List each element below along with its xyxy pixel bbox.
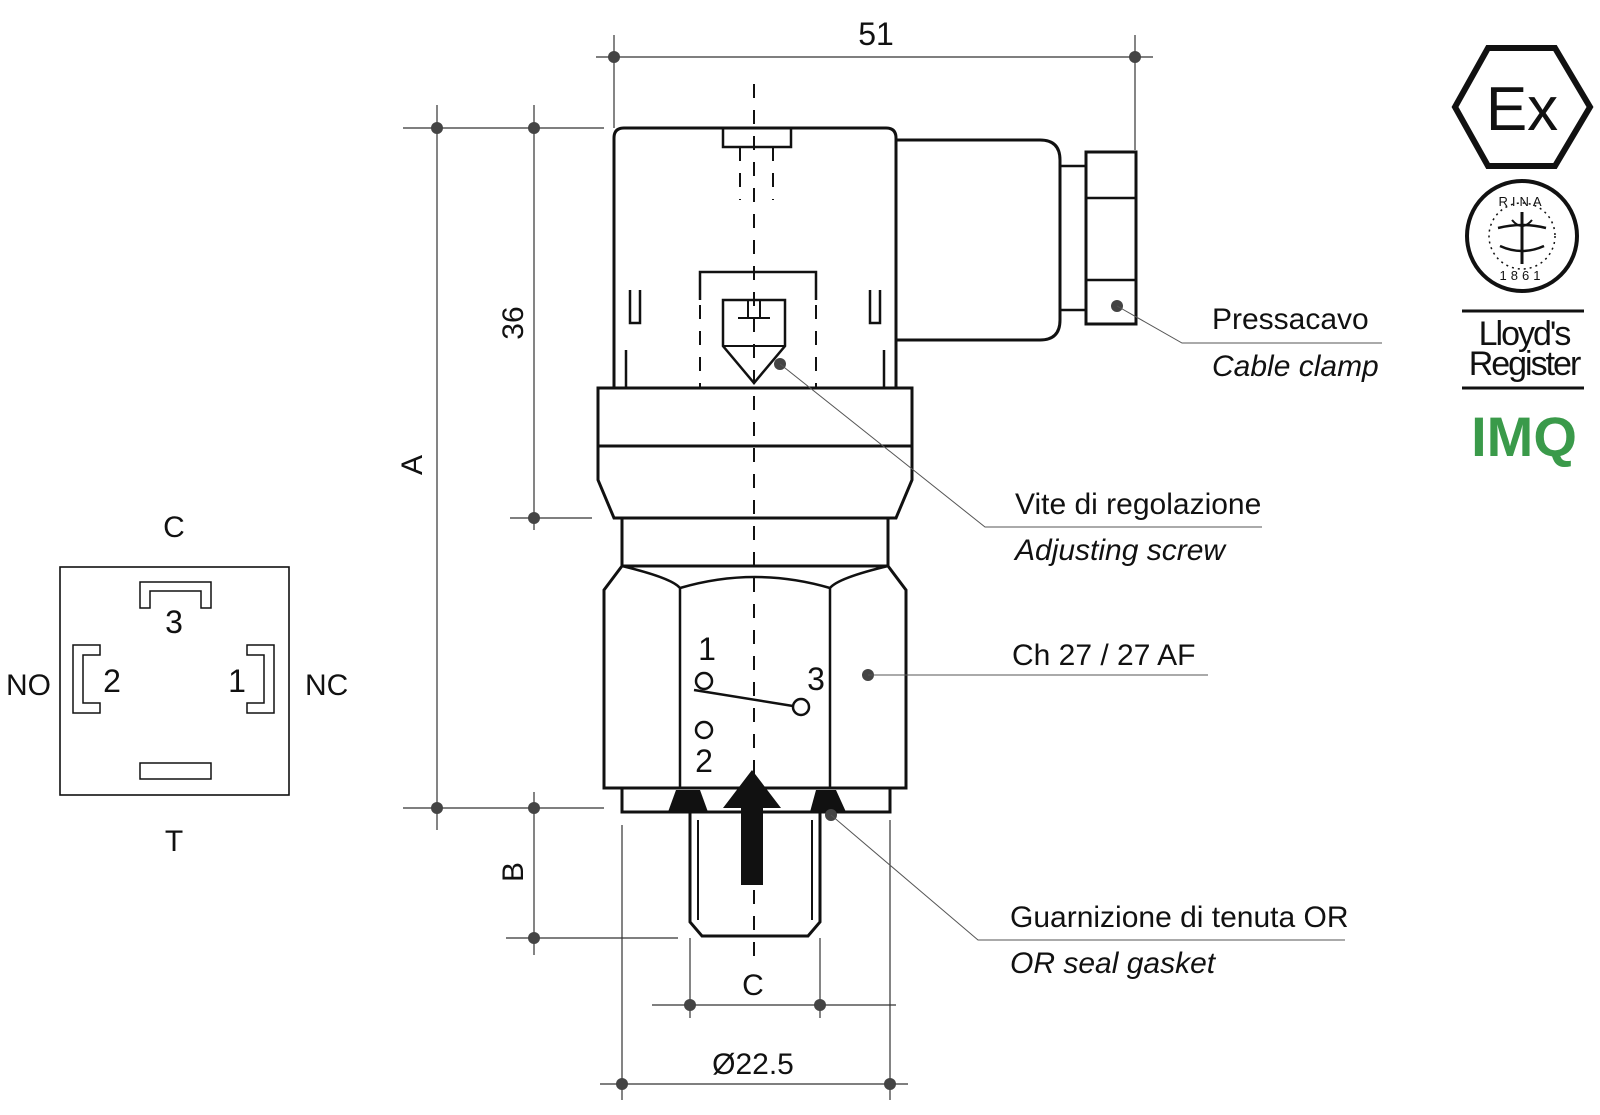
gland-body — [896, 138, 1062, 342]
pin-number-left: 2 — [103, 663, 121, 699]
callout-adjusting-screw-it: Vite di regolazione — [1015, 488, 1261, 521]
pressure-switch-body: 1 2 3 — [596, 84, 1138, 960]
pressure-arrow-icon — [723, 770, 781, 885]
dimension-diameter: Ø22.5 — [712, 1048, 794, 1081]
connector-frame — [59, 566, 290, 796]
rina-year-text: 1861 — [1500, 268, 1545, 283]
pin-bracket-right — [246, 644, 275, 714]
callout-seal-en: OR seal gasket — [1010, 947, 1217, 980]
hex-body — [602, 564, 908, 790]
dimension-b: B — [497, 862, 530, 882]
imq-logo: IMQ — [1471, 405, 1577, 468]
pin-ground-slot — [139, 762, 212, 780]
pin-number-top: 3 — [165, 604, 183, 640]
contact-number-2: 2 — [695, 743, 713, 779]
ex-logo-text: Ex — [1486, 75, 1558, 144]
dimension-width: 51 — [858, 16, 894, 52]
rina-logo: RINA 1861 — [1465, 179, 1579, 293]
callout-seal-it: Guarnizione di tenuta OR — [1010, 901, 1349, 934]
lloyds-text: Lloyd's — [1479, 315, 1571, 353]
contact-number-3: 3 — [807, 661, 825, 697]
lloyds-register-logo: Lloyd's Register — [1462, 309, 1584, 390]
connector-label-right: NC — [305, 669, 348, 702]
connector-pinout: C T NO NC 3 2 1 — [6, 511, 348, 858]
pin-number-right: 1 — [228, 663, 246, 699]
callouts: Pressacavo Cable clamp Vite di regolazio… — [774, 300, 1382, 980]
connector-label-left: NO — [6, 669, 51, 702]
register-text: Register — [1469, 345, 1581, 383]
callout-cable-clamp-en: Cable clamp — [1212, 350, 1379, 383]
callout-adjusting-screw-en: Adjusting screw — [1013, 534, 1227, 567]
pin-bracket-top — [139, 581, 212, 609]
pin-bracket-left — [72, 644, 101, 714]
cable-gland-nut — [1084, 150, 1138, 326]
connector-label-bottom: T — [165, 825, 183, 858]
callout-hex-size: Ch 27 / 27 AF — [1012, 639, 1195, 672]
atex-ex-logo: Ex — [1451, 45, 1594, 169]
dimension-c: C — [742, 969, 764, 1002]
connector-label-top: C — [163, 511, 185, 544]
collar-ring — [596, 386, 914, 448]
dimension-lines: 51 A 36 B C Ø22.5 — [396, 16, 1153, 1100]
dimension-36: 36 — [497, 306, 530, 339]
rina-ring-text: RINA — [1498, 194, 1545, 209]
callout-cable-clamp-it: Pressacavo — [1212, 303, 1369, 336]
contact-number-1: 1 — [698, 631, 716, 667]
threaded-stem — [688, 812, 822, 938]
dimension-a: A — [396, 455, 429, 475]
adjusting-screw-shape — [721, 298, 787, 385]
certification-logos: Ex RINA 1861 Lloyd's Register IMQ — [1451, 45, 1594, 468]
